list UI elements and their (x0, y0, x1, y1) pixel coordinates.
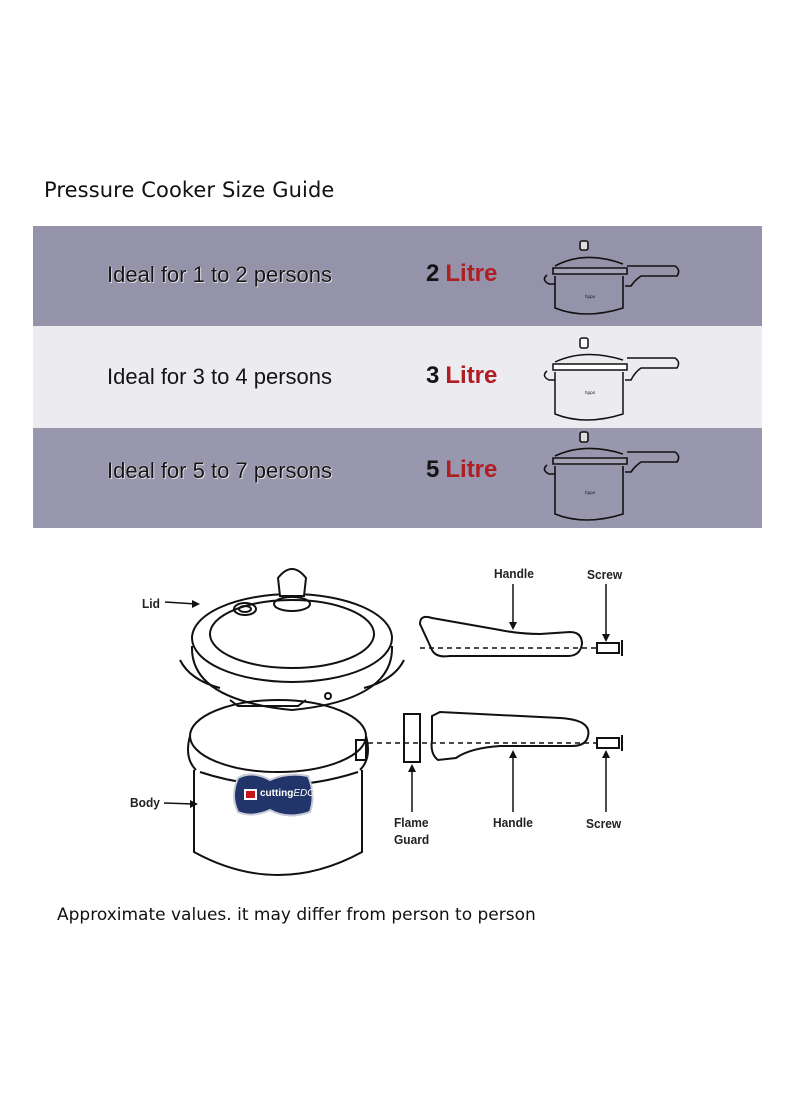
label-lid: Lid (142, 596, 160, 611)
row-description: Ideal for 1 to 2 persons (107, 262, 333, 287)
capacity-number: 3 (426, 362, 440, 389)
label-handle-top: Handle (494, 566, 534, 581)
disclaimer-text: Approximate values. it may differ from p… (57, 905, 536, 925)
label-screw-top: Screw (587, 567, 623, 582)
svg-text:hppo: hppo (585, 390, 596, 395)
brand-name: cuttingEDGE (260, 788, 322, 799)
capacity-unit: Litre (445, 362, 498, 389)
row-description: Ideal for 3 to 4 persons (107, 364, 333, 389)
pressure-cooker-medium-icon: hppo (543, 337, 680, 421)
parts-diagram: cuttingEDGE Lid Body Handle Screw Flame … (120, 550, 660, 890)
pressure-cooker-small-icon: hppo (543, 240, 680, 315)
brand-badge (233, 773, 314, 817)
lid-part (179, 568, 405, 712)
pressure-cooker-large-icon: hppo (543, 431, 680, 521)
label-flame-guard-line2: Guard (394, 832, 430, 847)
capacity-number: 2 (426, 260, 440, 287)
cooker-exploded-illustration (163, 568, 623, 876)
flame-guard-part (403, 713, 421, 763)
capacity-unit: Litre (445, 456, 498, 483)
svg-text:hppo: hppo (585, 490, 596, 495)
page-title: Pressure Cooker Size Guide (44, 178, 335, 202)
top-screw-part (596, 642, 620, 654)
bottom-screw-part (596, 737, 620, 749)
svg-text:hppo: hppo (585, 294, 596, 299)
label-body: Body (130, 795, 160, 810)
label-handle-bottom: Handle (493, 815, 533, 830)
capacity-number: 5 (426, 456, 440, 483)
top-handle-part (418, 615, 584, 658)
capacity-unit: Litre (445, 260, 498, 287)
label-flame-guard-line1: Flame (394, 815, 429, 830)
row-description: Ideal for 5 to 7 persons (107, 458, 333, 483)
label-screw-bottom: Screw (586, 816, 622, 831)
bottom-handle-part (430, 710, 590, 762)
